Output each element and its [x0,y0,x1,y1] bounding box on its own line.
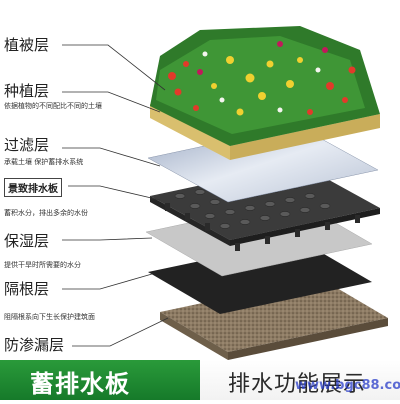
waterproof-layer-shape [160,278,388,360]
leader-lines [62,44,169,347]
footer-right-banner: 排水功能展示 [200,360,400,400]
vegetation-layer-shape [150,26,380,146]
label-planting: 种植层 [4,82,50,100]
watermark-text: www.bgc88.com [295,378,400,393]
footer-right-title: 排水功能展示 [228,372,367,397]
label-drainage-board: 景致排水板 [4,178,62,197]
label-moisture: 保湿层 [4,232,50,250]
label-vegetation: 植被层 [4,36,50,54]
label-filter: 过滤层 [4,136,50,154]
root-barrier-shape [148,240,372,314]
footer-left-title: 蓄排水板 [30,370,130,398]
desc-planting: 依据植物的不同配比不同的土壤 [4,102,102,110]
desc-moisture: 提供干旱时所需要的水分 [4,261,81,269]
label-root-barrier: 隔根层 [4,280,50,298]
drainage-board-shape [150,164,380,251]
desc-drainage-board: 蓄积水分，排出多余的水份 [4,209,88,217]
footer-left-banner: 蓄排水板 [0,360,200,400]
desc-root-barrier: 阻隔根系向下生长保护建筑面 [4,313,95,321]
label-waterproof: 防渗漏层 [4,336,65,354]
desc-filter: 承载土壤 保护蓄排水系统 [4,158,84,166]
